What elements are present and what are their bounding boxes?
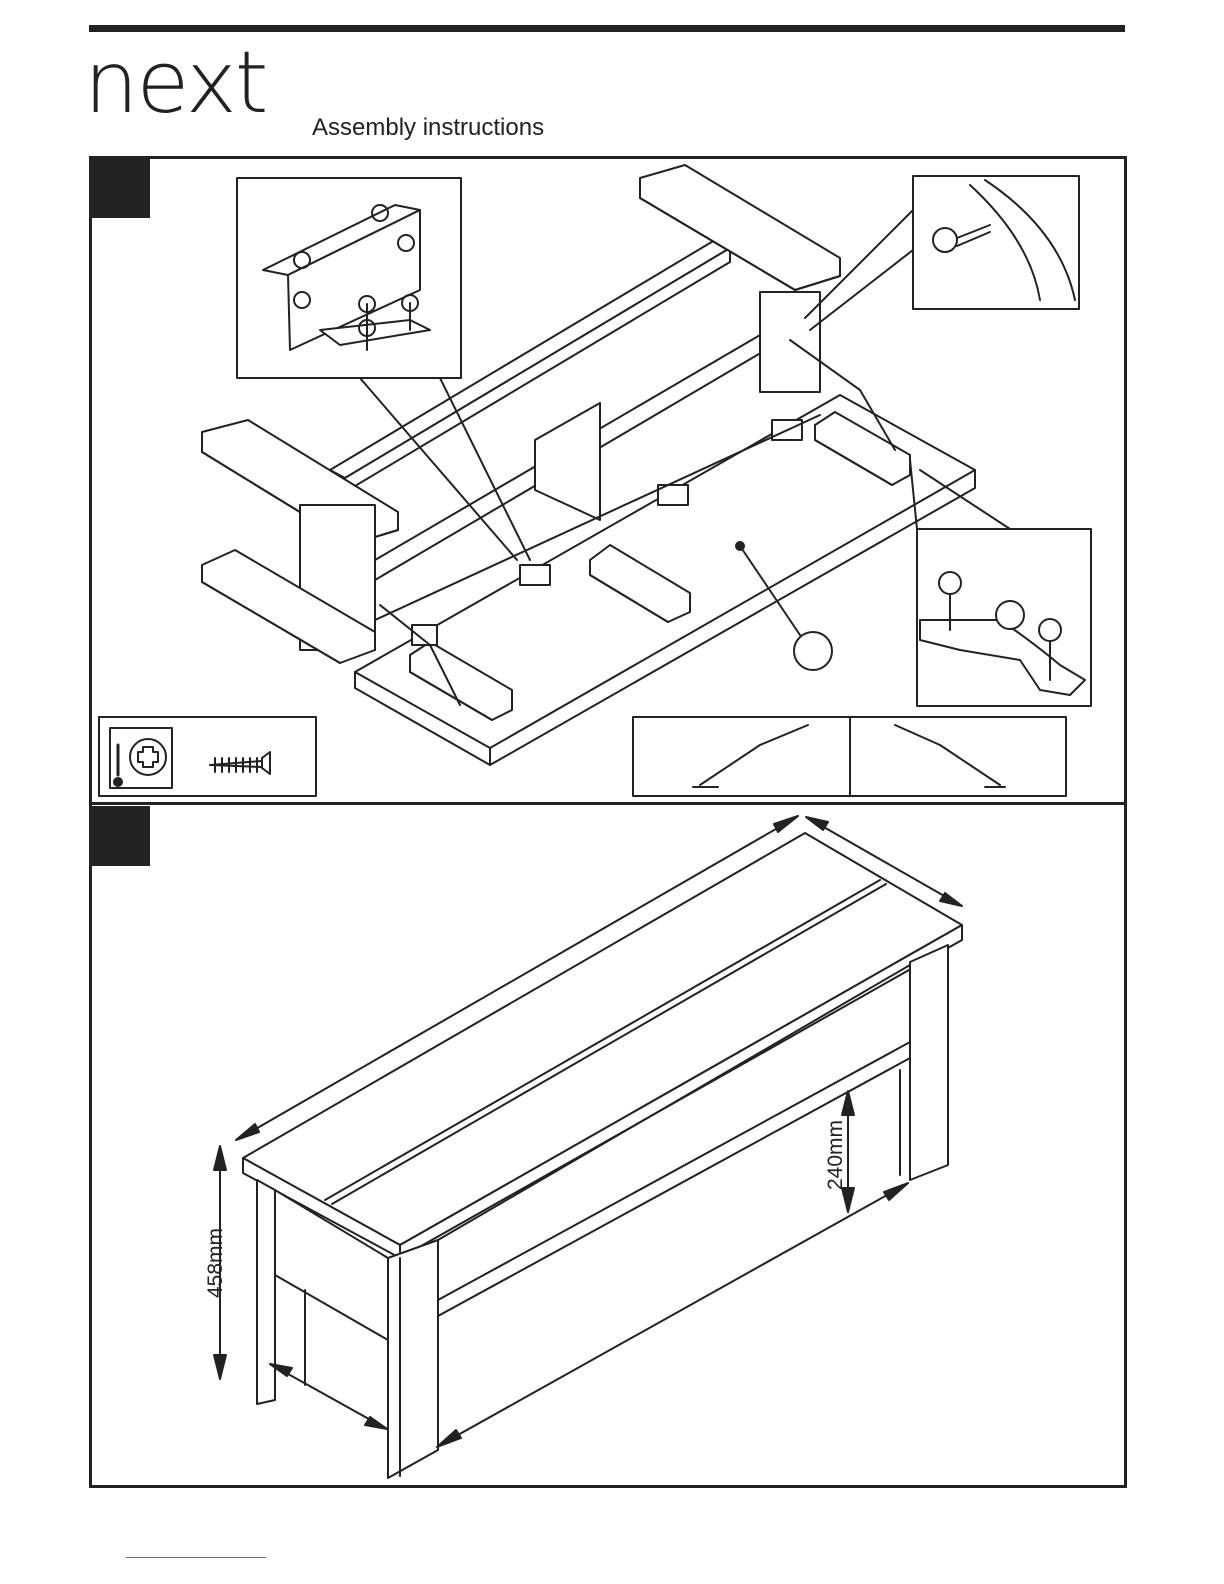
step-1-illustration bbox=[99, 165, 1091, 796]
footer-link-underline bbox=[126, 1557, 266, 1558]
height-dimension-label: 458mm bbox=[204, 1228, 227, 1298]
leg-height-dimension-label: 240mm bbox=[824, 1120, 847, 1190]
step-2-illustration: 458mm 240mm bbox=[204, 816, 962, 1478]
